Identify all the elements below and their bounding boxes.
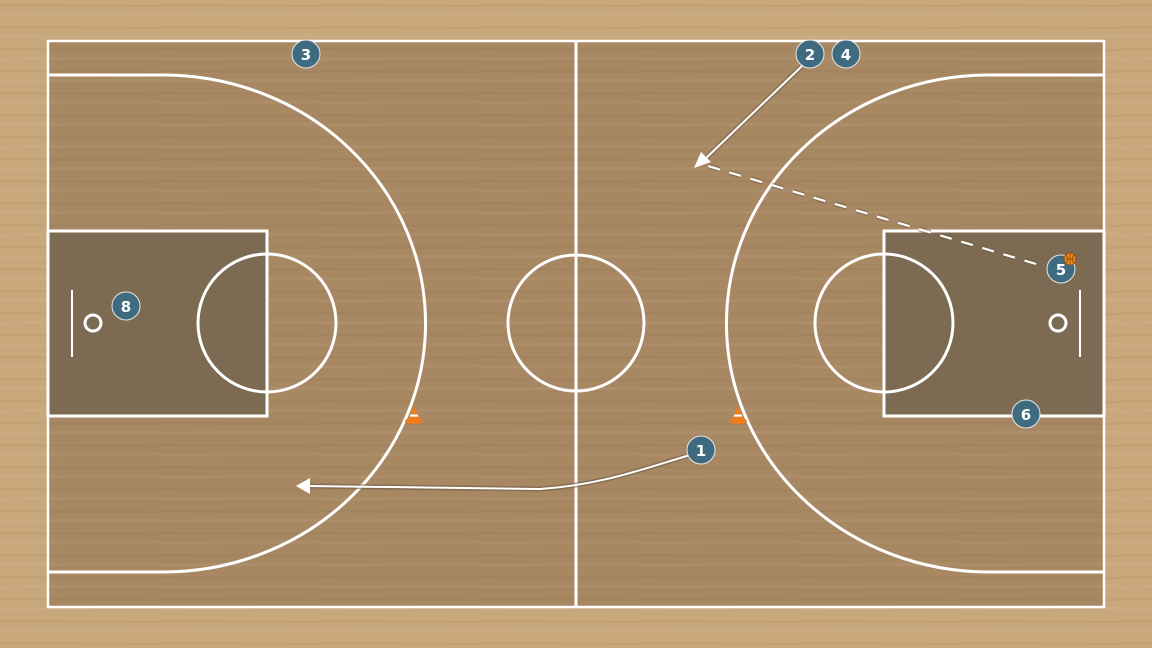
- dribble-path: [296, 452, 691, 494]
- cut-arrowhead: [694, 152, 711, 168]
- player-3[interactable]: 3: [291, 39, 321, 69]
- left-key: [46, 229, 269, 418]
- cut-path: [694, 64, 804, 168]
- player-3-label: 3: [301, 46, 311, 64]
- left-paint: [49, 231, 267, 416]
- player-4[interactable]: 4: [831, 39, 861, 69]
- player-2[interactable]: 2: [795, 39, 825, 69]
- player-6-label: 6: [1021, 406, 1031, 424]
- player-4-label: 4: [841, 46, 851, 64]
- player-1[interactable]: 1: [686, 435, 716, 465]
- right-free-throw-circle: [813, 252, 955, 394]
- player-5-label: 5: [1056, 261, 1066, 279]
- left-free-throw-circle: [196, 252, 338, 394]
- cone-icon: [729, 406, 747, 424]
- left-hoop: [83, 313, 103, 333]
- dribble-arrowhead: [296, 478, 310, 494]
- player-8[interactable]: 8: [111, 291, 141, 321]
- basketball-icon: [1063, 252, 1077, 266]
- left-three-point-arc: [162, 73, 428, 574]
- court-lines: [46, 39, 1106, 609]
- right-key: [882, 229, 1106, 418]
- right-hoop: [1048, 313, 1068, 333]
- cone-icon: [405, 406, 423, 424]
- player-6[interactable]: 6: [1011, 399, 1041, 429]
- player-2-label: 2: [805, 46, 815, 64]
- player-1-label: 1: [696, 442, 706, 460]
- player-8-label: 8: [121, 298, 131, 316]
- right-three-point-arc: [724, 73, 990, 574]
- center-circle: [506, 253, 646, 393]
